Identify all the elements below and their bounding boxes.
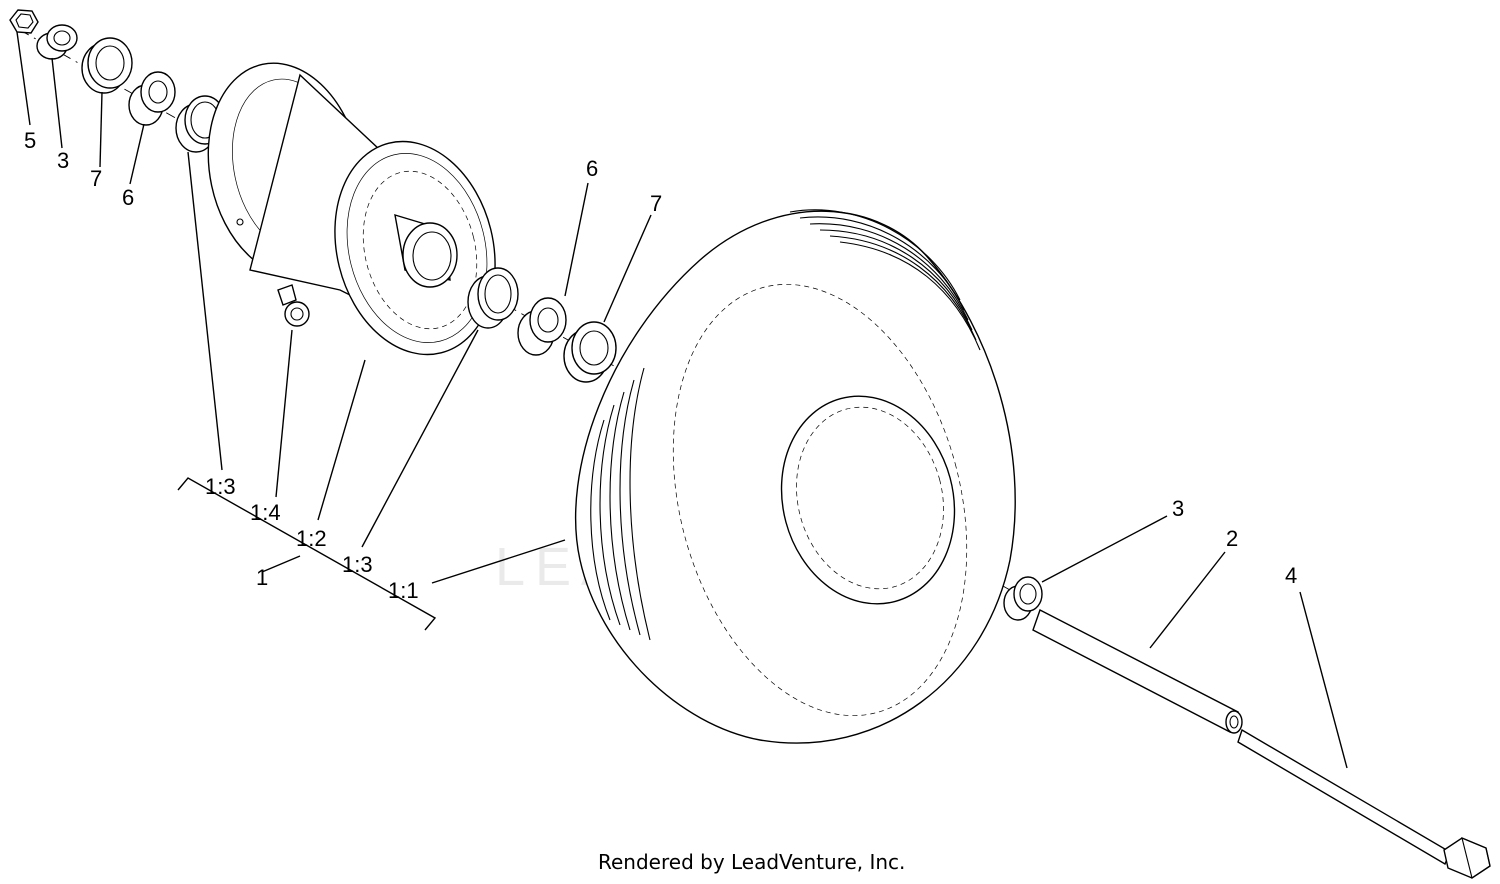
- rendered-by-footer: Rendered by LeadVenture, Inc.: [598, 850, 905, 874]
- callout-1: 1: [256, 565, 268, 590]
- bolt-part: [1237, 728, 1491, 879]
- spacer-part: [36, 24, 78, 60]
- spacer-part-2: [1003, 576, 1043, 621]
- callout-3-top: 3: [57, 148, 69, 173]
- callout-2: 2: [1226, 526, 1238, 551]
- callout-3-lower: 3: [1172, 496, 1184, 521]
- callout-1-3-top: 1:3: [205, 474, 236, 499]
- callout-1-2: 1:2: [296, 526, 327, 551]
- callout-6-mid: 6: [586, 156, 598, 181]
- callout-1-1: 1:1: [388, 578, 419, 603]
- assembly-axis: [19, 29, 1011, 591]
- callout-5: 5: [24, 128, 36, 153]
- callout-1-4: 1:4: [250, 500, 281, 525]
- tire-part: [574, 209, 1016, 744]
- hex-nut-part: [9, 9, 39, 34]
- leader-lines: [16, 31, 1348, 769]
- callout-7-top: 7: [90, 166, 102, 191]
- bearing-cup-part-2: [467, 267, 519, 329]
- wheel-rim-part: [207, 62, 496, 356]
- bearing-part-2: [517, 297, 567, 356]
- callout-6-top: 6: [122, 185, 134, 210]
- callout-7-mid: 7: [650, 191, 662, 216]
- axle-tube-part: [1032, 609, 1243, 734]
- seal-part-2: [563, 321, 617, 383]
- callout-1-3-mid: 1:3: [342, 552, 373, 577]
- valve-stem-part: [277, 284, 310, 327]
- callout-labels: 5 3 7 6 6 7 1:3 1:4 1:2 1:3 1 1:1 3 2 4: [24, 128, 1297, 603]
- bearing-part: [128, 71, 176, 126]
- callout-4: 4: [1285, 563, 1297, 588]
- seal-part: [81, 37, 133, 94]
